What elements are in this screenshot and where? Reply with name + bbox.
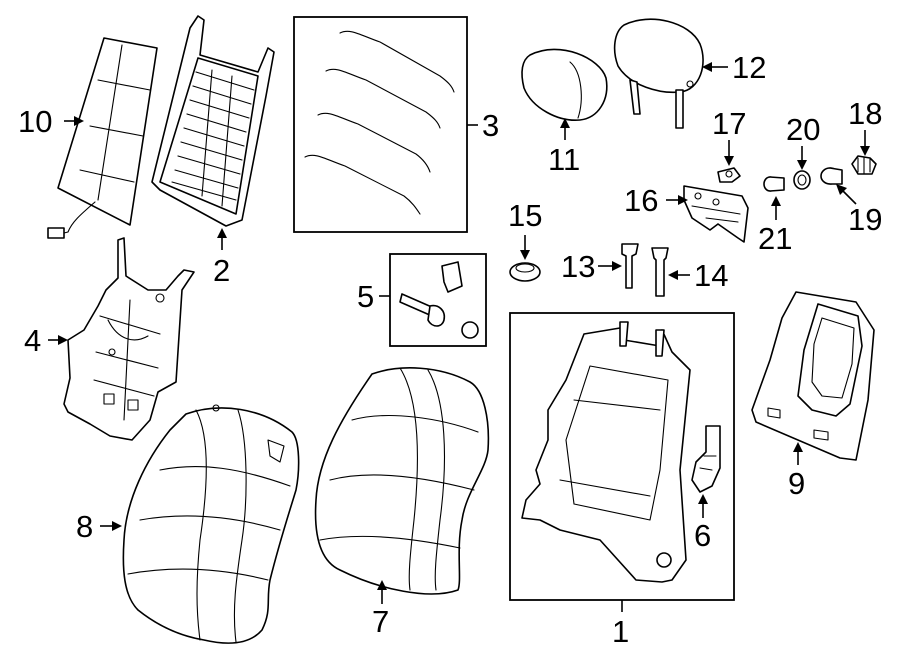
callout-16: 16 [624,183,658,218]
part-16-bracket[interactable] [683,185,749,243]
part-21-button[interactable] [763,176,785,192]
part-7-seat-back-pad[interactable] [314,367,490,595]
callout-11: 11 [548,142,580,177]
part-3-rods[interactable] [304,30,455,215]
callout-20: 20 [786,112,820,147]
callout-6: 6 [694,518,711,553]
part-20-bushing[interactable] [793,170,811,190]
part-6-clip[interactable] [691,425,721,493]
callout-18: 18 [848,96,882,131]
callout-10: 10 [18,104,52,139]
part-11-headrest[interactable] [521,48,608,121]
part-8-seat-back-cover[interactable] [122,404,300,644]
part-17-clip[interactable] [717,167,741,183]
callout-17: 17 [712,106,746,141]
part-4-frame-base[interactable] [63,237,195,441]
part-12-headrest[interactable] [613,18,704,129]
part-1-frame-assembly[interactable] [521,321,691,583]
part-2-back-frame[interactable] [151,15,275,227]
part-3-box [293,16,468,233]
part-9-back-panel[interactable] [751,291,875,461]
part-14-guide[interactable] [651,247,669,297]
callout-13: 13 [561,249,595,284]
part-15-grommet[interactable] [509,262,541,282]
part-5-box [389,253,487,347]
leaders [48,62,870,612]
part-10-heater-pad[interactable] [47,37,158,239]
callout-19: 19 [848,202,882,237]
callout-4: 4 [24,323,41,358]
callout-8: 8 [76,509,93,544]
part-13-guide[interactable] [621,243,639,289]
part-18-knob[interactable] [851,155,877,175]
callout-1: 1 [612,614,629,649]
callout-2: 2 [213,253,230,288]
callout-7: 7 [372,604,389,639]
callout-14: 14 [694,258,728,293]
callout-3: 3 [482,108,499,143]
callout-15: 15 [508,198,542,233]
callout-12: 12 [732,50,766,85]
part-19-cap[interactable] [820,167,843,185]
callout-21: 21 [758,221,792,256]
part-5-pins[interactable] [399,261,479,339]
callout-9: 9 [788,466,805,501]
callout-labels: 10 2 3 4 5 11 12 13 14 15 16 17 18 19 20… [18,50,882,649]
callout-5: 5 [357,279,374,314]
